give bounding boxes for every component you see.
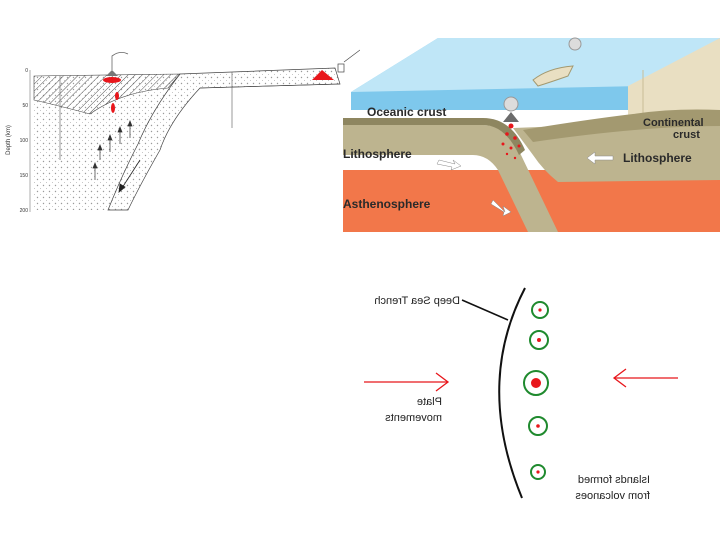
- label-plate-line2: movements: [385, 412, 442, 424]
- volcanic-islands: [523, 301, 549, 480]
- ocean-surface: [351, 38, 720, 92]
- depth-axis-label: Depth (km): [6, 125, 12, 155]
- subduction-cross-section: Depth (km) 0 50 100 150 200: [6, 49, 360, 214]
- pointer-line: [343, 49, 360, 63]
- lithosphere-left: [343, 125, 558, 232]
- trench-mound: [312, 70, 334, 80]
- label-plate: Plate: [417, 396, 442, 408]
- label-oceanic-crust: Oceanic crust: [367, 105, 446, 119]
- volcano-icon: [503, 112, 519, 122]
- label-lithosphere-left: Lithosphere: [343, 147, 412, 161]
- island-dot: [536, 424, 540, 428]
- overriding-crust: [33, 73, 181, 115]
- label-islands: Islands formed: [578, 474, 650, 486]
- oceanic-crust-layer: [343, 118, 525, 155]
- island-arc-plan-diagram: Deep Sea Trench Plate movements Islands …: [364, 287, 678, 502]
- label-continental-crust: Continental: [643, 117, 704, 129]
- slab-base: [199, 83, 341, 89]
- depth-tick: 50: [22, 103, 28, 109]
- plate-arrow-left: [364, 372, 450, 392]
- island-ring: [531, 301, 549, 319]
- subducting-slab: [107, 67, 341, 211]
- depth-tick: 150: [20, 173, 29, 179]
- continental-crust-layer: [523, 109, 720, 142]
- label-trench: Deep Sea Trench: [374, 295, 460, 307]
- label-islands-line2: from volcanoes: [575, 490, 650, 502]
- island-dot: [537, 338, 541, 342]
- island-ring: [530, 464, 546, 480]
- label-asthenosphere: Asthenosphere: [343, 197, 431, 211]
- magma-rising: [501, 123, 521, 160]
- trench-pointer: [461, 299, 509, 321]
- depth-tick: 200: [20, 208, 29, 214]
- depth-tick: 100: [20, 138, 29, 144]
- island-ring: [523, 370, 549, 396]
- label-lithosphere-right: Lithosphere: [623, 151, 692, 165]
- magma-bodies: [103, 77, 121, 113]
- depth-tick: 0: [25, 68, 28, 74]
- continent: [628, 38, 720, 125]
- island-dot: [536, 470, 540, 474]
- subduction-block-diagram: Oceanic crust Continental crust Lithosph…: [343, 37, 720, 232]
- depth-ticks: 0 50 100 150 200: [20, 68, 29, 214]
- eruption-cloud: [568, 37, 582, 51]
- sea-level-marker: [337, 63, 345, 73]
- island-ring: [529, 330, 549, 350]
- island-dot: [531, 378, 541, 388]
- island-ring: [528, 416, 548, 436]
- plate-arrow-right: [612, 368, 678, 388]
- label-continental-crust-line2: crust: [673, 129, 700, 141]
- plate-motion-arrows: [436, 151, 614, 217]
- island-arc: [532, 65, 574, 87]
- island-dot: [538, 308, 542, 312]
- rising-arrows: [92, 120, 133, 180]
- slab-motion-arrow: [118, 159, 141, 193]
- trench-arc: [498, 287, 526, 499]
- eruption-plume: [111, 52, 129, 70]
- volcano-icon: [106, 70, 118, 76]
- eruption-cloud: [503, 96, 519, 112]
